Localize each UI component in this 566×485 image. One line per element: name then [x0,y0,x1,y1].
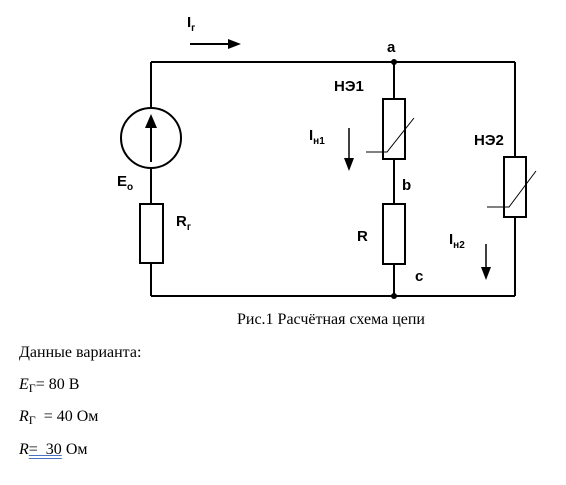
r-value: = 30 [28,441,62,458]
variant-rg-line: RГ = 40 Ом [19,408,98,428]
rg-symbol: R [19,408,29,425]
resistor-rg [139,203,164,264]
variant-emf-line: EГ= 80 В [19,376,79,396]
label-node-b: b [402,177,411,194]
rg-value: = 40 Ом [35,408,99,425]
label-ne1: НЭ1 [334,78,364,95]
nonlinear-mark-2 [487,170,537,208]
label-ne2: НЭ2 [474,132,504,149]
emf-subscript: Г [28,381,36,395]
arrow-in2-head [481,267,491,280]
r-symbol: R [19,441,29,458]
nonlinear-mark-1 [366,117,415,153]
label-emf: Eo [117,173,133,193]
variant-r-line: R= 30 Ом [19,441,88,459]
emf-symbol: E [19,376,29,393]
label-rg: Rг [176,213,191,233]
source-arrow-head [145,114,157,128]
label-node-c: c [415,268,423,285]
variant-heading: Данные варианта: [19,344,142,361]
label-in1: Iн1 [309,127,325,147]
label-r: R [357,228,368,245]
r-unit: Ом [61,441,88,458]
arrow-in1-head [344,158,354,171]
label-in2: Iн2 [449,231,465,251]
nonlinear-element-2 [503,156,527,218]
circuit-diagram: Iг a НЭ1 Iн1 НЭ2 b Eo Rг R Iн2 c [117,14,537,299]
rg-subscript: Г [28,413,36,427]
label-ig: Iг [187,14,195,34]
emf-value: = 80 В [35,376,80,393]
nonlinear-element-1 [382,98,406,160]
node-a-dot [391,59,397,65]
node-c-dot [391,293,397,299]
resistor-r [382,203,406,265]
label-node-a: a [387,39,396,56]
arrow-ig-head [228,39,241,49]
figure-caption: Рис.1 Расчётная схема цепи [236,311,425,328]
